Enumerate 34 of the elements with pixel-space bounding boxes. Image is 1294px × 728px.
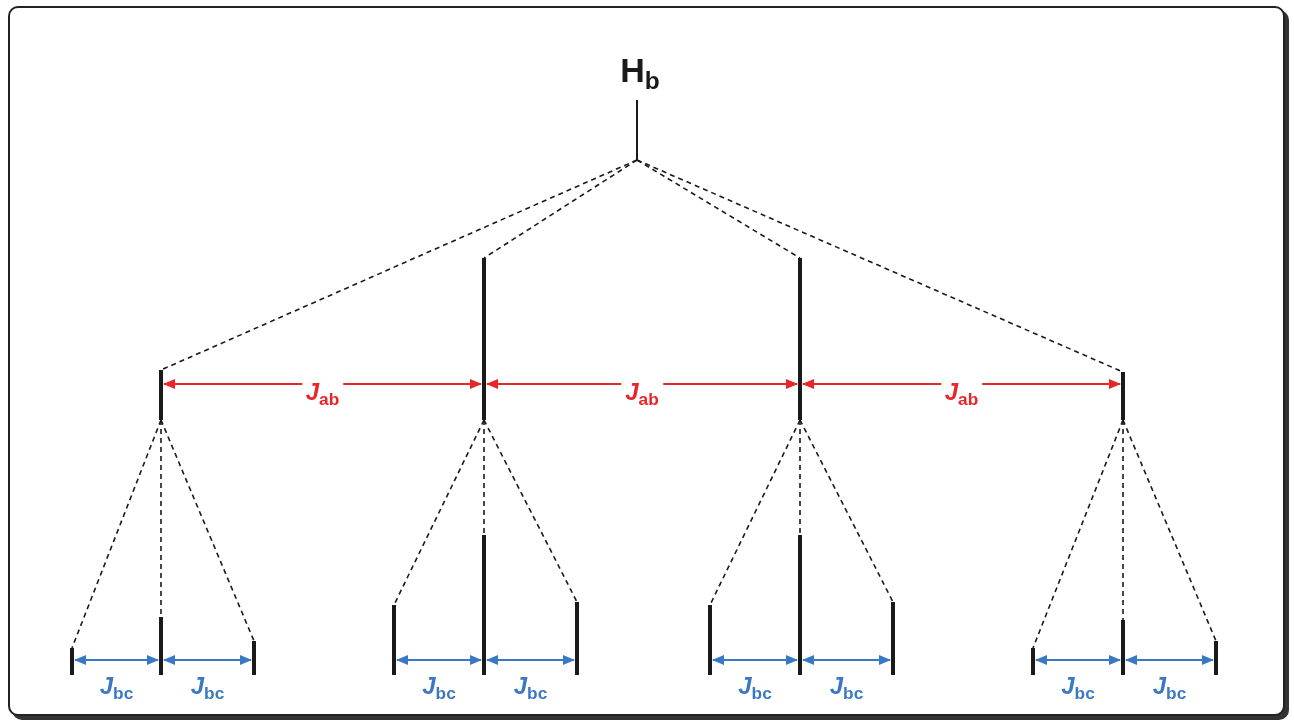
edge-label: J$_{bc}$ (189, 674, 226, 698)
dashed-line (709, 419, 801, 606)
double-arrow (74, 655, 159, 665)
dashed-line (1122, 419, 1217, 642)
edge-label: J$_{bc}$ (512, 674, 549, 698)
double-arrow (163, 655, 252, 665)
dashed-line (799, 419, 894, 603)
edge-label: J$_{ab}$ (621, 380, 663, 404)
dashed-line (1032, 419, 1124, 649)
dashed-line (483, 419, 485, 536)
dashed-line (393, 419, 485, 606)
dashed-line (483, 159, 638, 259)
double-arrow (1125, 655, 1214, 665)
edge-label: J$_{bc}$ (1151, 674, 1188, 698)
edge-label: J$_{bc}$ (421, 674, 457, 698)
edge-label: J$_{bc}$ (737, 674, 773, 698)
dashed-line (1122, 419, 1124, 621)
edge-label: J$_{ab}$ (301, 380, 344, 404)
dashed-line (71, 419, 162, 649)
double-arrow (712, 655, 798, 665)
edge-label: J$_{bc}$ (98, 674, 135, 698)
double-arrow (396, 655, 482, 665)
edge-label: J$_{ab}$ (940, 380, 983, 404)
edge-label: J$_{bc}$ (1060, 674, 1096, 698)
dashed-line (160, 419, 255, 642)
double-arrow (486, 655, 575, 665)
double-arrow (802, 655, 891, 665)
dashed-line (799, 419, 801, 536)
edge-label: J$_{bc}$ (828, 674, 865, 698)
dashed-line (160, 159, 638, 371)
title: H$_{b}$ (619, 52, 661, 90)
double-arrow (1035, 655, 1121, 665)
peak-line (636, 100, 638, 160)
dashed-line (483, 419, 578, 603)
